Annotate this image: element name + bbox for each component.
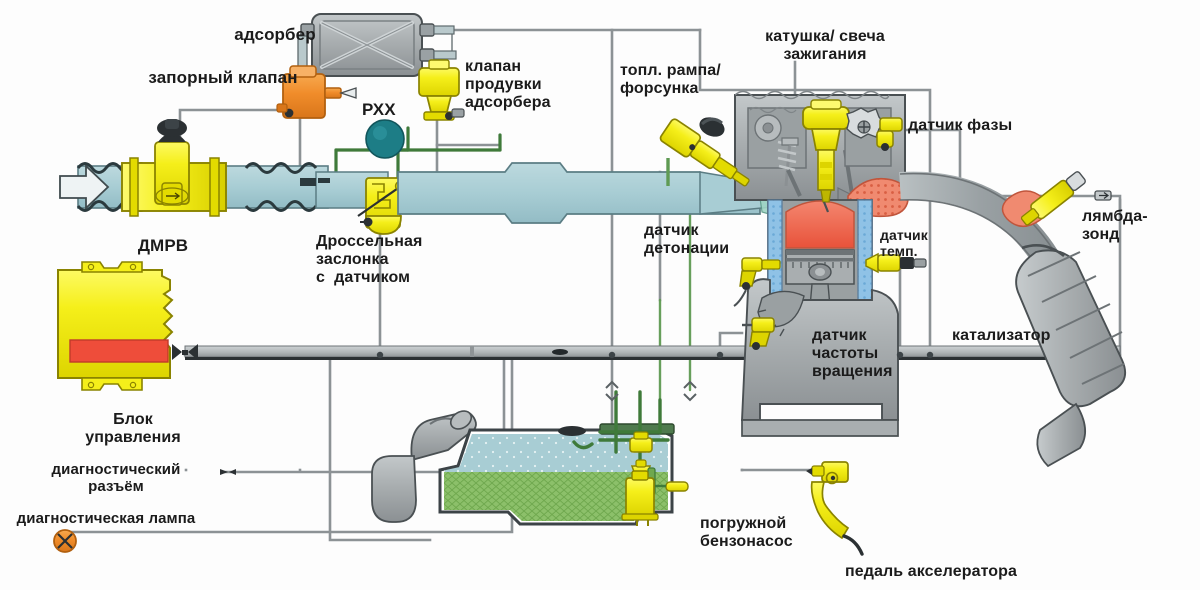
- fuel-pump[interactable]: [621, 470, 659, 526]
- throttle-body[interactable]: [357, 177, 406, 235]
- harness-junctions: [376, 351, 934, 359]
- ecu-module[interactable]: [57, 261, 174, 391]
- accelerator-pedal[interactable]: [806, 461, 864, 556]
- purge-valve[interactable]: [418, 59, 465, 121]
- ecu-connector-icon: [172, 344, 198, 360]
- main-harness-bus: [184, 345, 1121, 360]
- engine-block: [734, 90, 909, 437]
- catalyst[interactable]: [1015, 244, 1126, 468]
- adsorber-canister[interactable]: [297, 13, 457, 79]
- iac-valve[interactable]: [365, 119, 405, 159]
- ecu-status-bar: [69, 339, 169, 363]
- maf-sensor[interactable]: [121, 119, 227, 217]
- fuel-injector[interactable]: [659, 114, 755, 194]
- leader-marks: [605, 380, 697, 402]
- phase-sensor[interactable]: [846, 107, 903, 151]
- crank-sensor[interactable]: [742, 317, 775, 350]
- diagnostic-lamp[interactable]: [53, 529, 77, 553]
- fuel-tank: [371, 390, 689, 526]
- knock-sensor[interactable]: [733, 257, 781, 307]
- ignition-coil[interactable]: [802, 99, 850, 213]
- fuel-line-tubes: [658, 183, 692, 402]
- air-inlet-arrow: [59, 163, 110, 211]
- temp-sensor[interactable]: [865, 252, 927, 274]
- diagnostic-connector[interactable]: [220, 469, 236, 475]
- lambda-probe[interactable]: [1000, 169, 1112, 229]
- shutoff-valve[interactable]: [276, 65, 357, 119]
